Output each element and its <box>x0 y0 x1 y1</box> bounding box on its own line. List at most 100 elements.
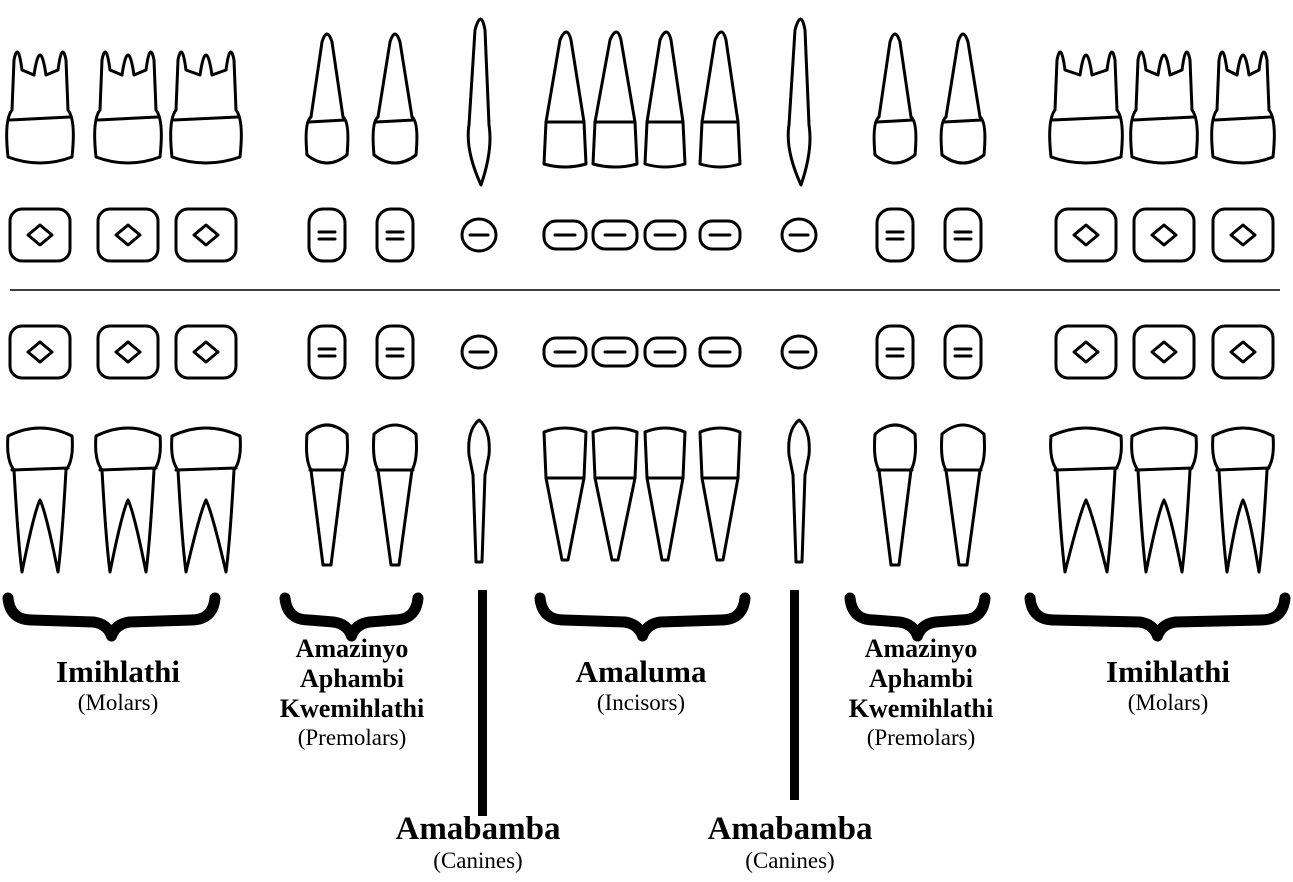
lower-premolar-occlusal <box>877 326 913 378</box>
lower-incisor-tooth <box>593 428 637 560</box>
lower-molar-tooth <box>8 428 73 572</box>
upper-molar-tooth <box>7 52 74 163</box>
lower-canine-occlusal <box>462 336 496 368</box>
upper-premolar-tooth <box>941 34 985 163</box>
upper-incisor-occlusal <box>645 221 685 249</box>
upper-molar-occlusal <box>10 209 70 261</box>
upper-molar-occlusal <box>1056 209 1116 261</box>
brace-premolars-left <box>285 598 418 636</box>
lower-premolar-occlusal <box>945 326 981 378</box>
lower-molar-tooth <box>172 428 241 572</box>
group-name-line: Amazinyo <box>849 634 993 664</box>
lower-molar-occlusal <box>1056 326 1116 378</box>
group-name-line: Kwemihlathi <box>849 694 993 724</box>
group-name: Imihlathi <box>56 656 180 689</box>
upper-molar-occlusal <box>1213 209 1273 261</box>
label-premolars-right: Amazinyo Aphambi Kwemihlathi (Premolars) <box>849 634 993 750</box>
lower-incisor-tooth <box>544 428 586 560</box>
lower-incisor-occlusal <box>544 338 586 366</box>
lower-molar-tooth <box>1132 428 1197 572</box>
lower-canine-occlusal <box>782 336 816 368</box>
label-canines-right: Amabamba (Canines) <box>707 812 872 873</box>
upper-teeth <box>7 19 1275 185</box>
upper-molar-occlusal <box>1134 209 1194 261</box>
upper-incisor-tooth <box>645 32 685 167</box>
label-premolars-left: Amazinyo Aphambi Kwemihlathi (Premolars) <box>280 634 424 750</box>
group-braces <box>8 598 1285 636</box>
lower-molar-occlusal <box>1134 326 1194 378</box>
upper-premolar-tooth <box>306 34 348 163</box>
group-translation: (Molars) <box>56 691 180 715</box>
group-translation: (Canines) <box>395 849 560 873</box>
lower-molar-tooth <box>1213 428 1274 572</box>
upper-incisor-occlusal <box>593 221 637 249</box>
upper-canine-occlusal <box>462 219 496 251</box>
upper-premolar-occlusal <box>945 209 981 261</box>
group-translation: (Canines) <box>707 849 872 873</box>
lower-teeth <box>8 420 1274 572</box>
lower-premolar-tooth <box>374 425 417 565</box>
upper-premolar-occlusal <box>377 209 413 261</box>
label-incisors: Amaluma (Incisors) <box>576 656 707 715</box>
lower-canine-tooth <box>469 420 490 562</box>
lower-molar-occlusal <box>10 326 70 378</box>
group-translation: (Incisors) <box>576 691 707 715</box>
upper-premolar-tooth <box>373 34 417 163</box>
lower-incisor-occlusal <box>700 338 740 366</box>
brace-premolars-right <box>850 598 985 636</box>
lower-incisor-tooth <box>700 428 740 560</box>
upper-incisor-tooth <box>700 32 740 167</box>
group-name: Imihlathi <box>1106 656 1230 689</box>
brace-molars-left <box>8 598 215 636</box>
group-name: Amabamba <box>395 812 560 847</box>
upper-molar-occlusal <box>98 209 158 261</box>
lower-incisor-tooth <box>645 428 685 560</box>
lower-molar-tooth <box>1051 428 1122 572</box>
group-translation: (Premolars) <box>849 726 993 750</box>
upper-molar-tooth <box>1131 52 1198 163</box>
group-name-line: Kwemihlathi <box>280 694 424 724</box>
upper-molar-tooth <box>1212 52 1275 163</box>
label-molars-left: Imihlathi (Molars) <box>56 656 180 715</box>
upper-premolar-occlusal <box>309 209 345 261</box>
lower-canine-tooth <box>789 420 810 562</box>
lower-premolar-tooth <box>307 425 348 565</box>
upper-molar-tooth <box>95 52 162 163</box>
canine-divider-right <box>790 590 799 800</box>
upper-premolar-occlusal <box>877 209 913 261</box>
upper-incisor-tooth <box>544 32 586 167</box>
lower-premolar-occlusal <box>309 326 345 378</box>
group-translation: (Premolars) <box>280 726 424 750</box>
upper-molar-occlusal <box>176 209 236 261</box>
lower-molar-occlusal <box>1213 326 1273 378</box>
lower-molar-occlusal <box>98 326 158 378</box>
brace-incisors <box>540 598 745 636</box>
brace-molars-right <box>1030 598 1285 636</box>
upper-canine-tooth <box>468 19 490 185</box>
upper-incisor-occlusal <box>544 221 586 249</box>
label-molars-right: Imihlathi (Molars) <box>1106 656 1230 715</box>
lower-molar-tooth <box>96 428 161 572</box>
upper-molar-tooth <box>171 52 242 163</box>
lower-premolar-occlusal <box>377 326 413 378</box>
group-translation: (Molars) <box>1106 691 1230 715</box>
lower-premolar-tooth <box>942 425 985 565</box>
upper-incisor-tooth <box>593 32 637 167</box>
group-name-line: Aphambi <box>849 664 993 694</box>
group-name: Amabamba <box>707 812 872 847</box>
upper-molar-tooth <box>1050 52 1123 163</box>
upper-incisor-occlusal <box>700 221 740 249</box>
group-name: Amaluma <box>576 656 707 689</box>
lower-premolar-tooth <box>875 425 916 565</box>
upper-premolar-tooth <box>874 34 916 163</box>
label-canines-left: Amabamba (Canines) <box>395 812 560 873</box>
group-name-line: Aphambi <box>280 664 424 694</box>
upper-canine-tooth <box>788 19 810 185</box>
lower-incisor-occlusal <box>645 338 685 366</box>
lower-occlusal-views <box>10 326 1273 378</box>
upper-canine-occlusal <box>782 219 816 251</box>
canine-divider-left <box>478 590 487 816</box>
lower-molar-occlusal <box>176 326 236 378</box>
